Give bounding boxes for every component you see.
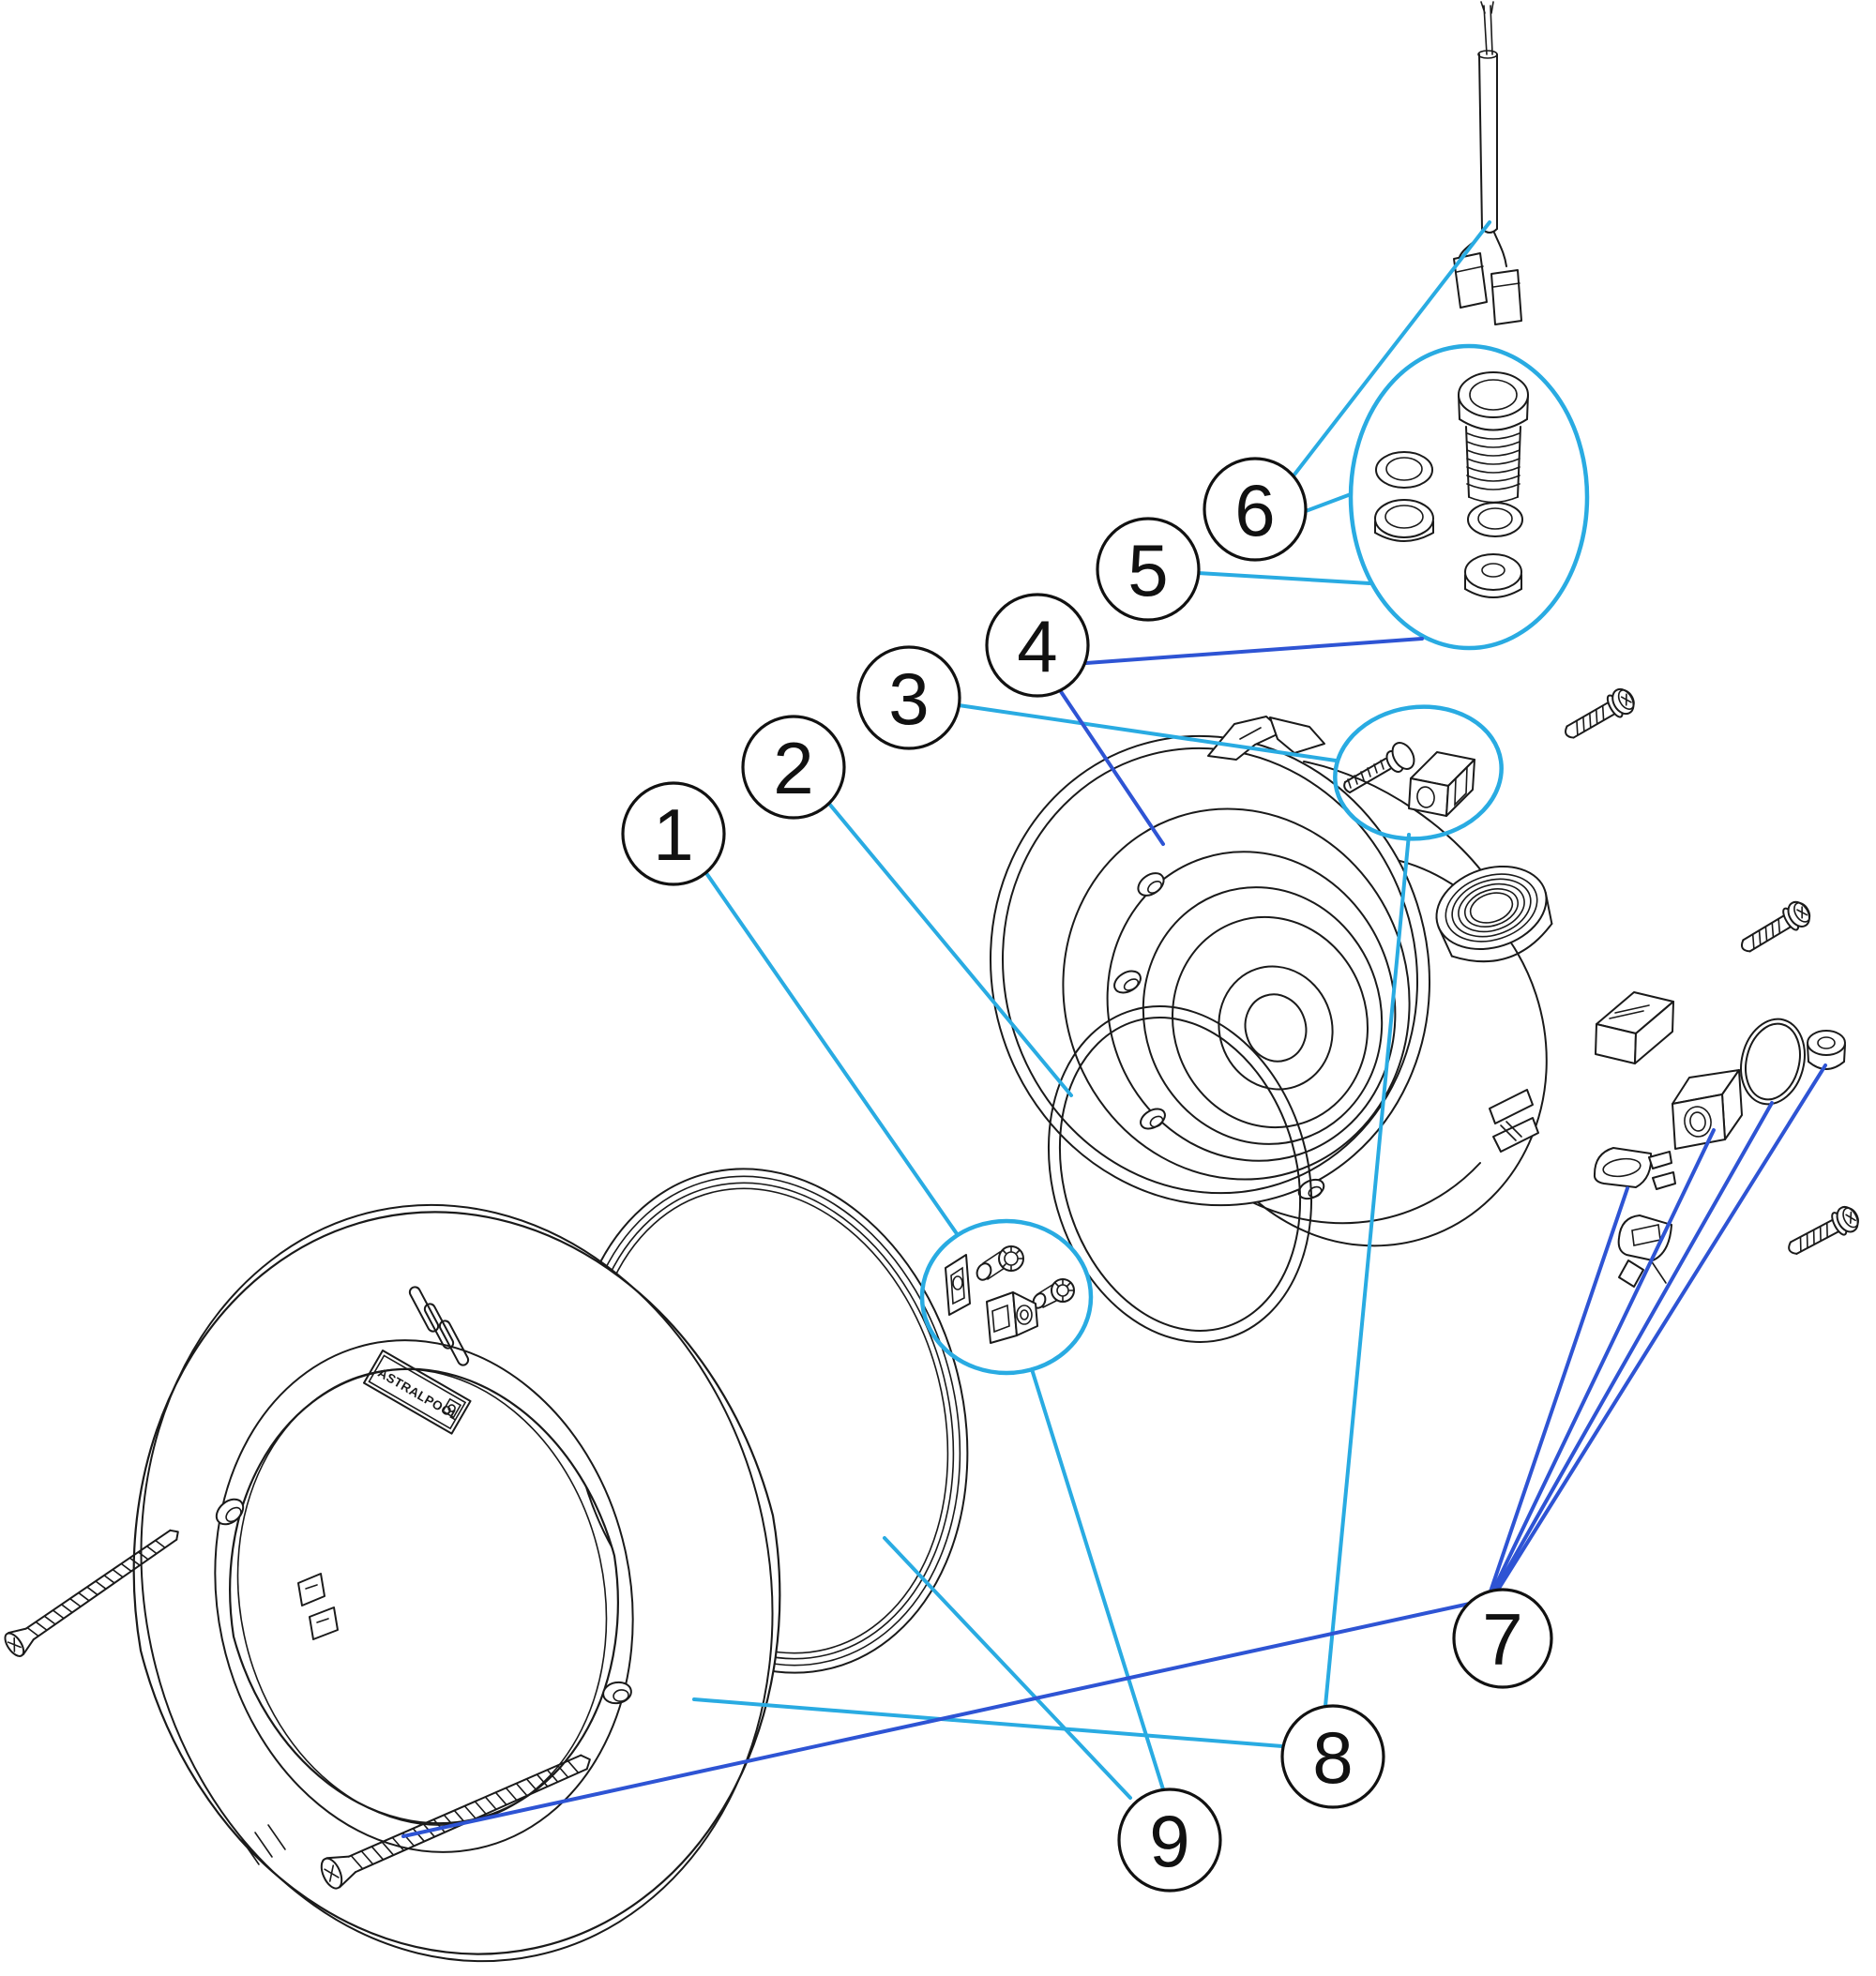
callout-7: 7: [1452, 1588, 1553, 1689]
cable-connector-right: [1490, 269, 1522, 325]
long-anchor-screw: [4, 1529, 179, 1657]
callout-6-number: 6: [1234, 469, 1275, 551]
fixing-l-bracket: [986, 1291, 1038, 1344]
niche-top-tabs: [1207, 716, 1325, 761]
brand-logo-icon: [442, 1397, 462, 1419]
callout-5: 5: [1096, 517, 1201, 622]
niche-screw-3: [1782, 1201, 1864, 1263]
cable-connector-left: [1453, 252, 1488, 309]
callout-3: 3: [856, 645, 961, 750]
callout-5-number: 5: [1127, 529, 1168, 611]
callout-7-number: 7: [1482, 1598, 1522, 1681]
clamp-screw: [1343, 742, 1415, 793]
niche-screw-1: [1558, 684, 1640, 747]
niche-threaded-port: [1435, 865, 1553, 963]
block-nut: [1672, 1069, 1743, 1150]
clamp-piece: [1408, 751, 1475, 817]
gasket: [1047, 1005, 1313, 1343]
callout-1: 1: [621, 781, 726, 886]
callout-8-number: 8: [1312, 1716, 1353, 1799]
bezel-vent-slots: [408, 1286, 470, 1366]
bezel: ASTRALPOOL: [132, 1203, 781, 1963]
gland-washers: [1374, 451, 1523, 598]
bezel-screw: [320, 1754, 591, 1890]
callout-4-number: 4: [1017, 605, 1057, 687]
callout-3-number: 3: [888, 657, 929, 740]
fixing-pin-2: [1032, 1278, 1075, 1309]
clamp-screw-detail-bubble: [1333, 704, 1504, 841]
callout-9-number: 9: [1149, 1800, 1189, 1882]
niche-body: [990, 716, 1553, 1247]
fixing-clip-1: [1593, 1147, 1676, 1190]
callout-8: 8: [1280, 1704, 1385, 1809]
callout-2-number: 2: [773, 727, 813, 809]
bezel-lower-vent: [241, 1824, 286, 1865]
plug-nut: [1807, 1030, 1846, 1070]
niche-clip-plates: [1489, 1089, 1539, 1153]
gland-detail-bubble: [1348, 343, 1590, 651]
callout-6: 6: [1203, 457, 1308, 562]
callout-9: 9: [1117, 1787, 1222, 1893]
callout-1-number: 1: [653, 793, 693, 876]
callout-4: 4: [985, 593, 1090, 698]
o-ring: [1740, 1018, 1806, 1106]
bezel-back-tabs: [297, 1573, 339, 1640]
leader-lines-blue: [401, 637, 1827, 1838]
niche-screw-2: [1734, 897, 1816, 960]
niche-flange-holes: [1113, 872, 1325, 1200]
fixing-pin-1: [976, 1245, 1024, 1281]
callout-2: 2: [741, 715, 846, 820]
wedge-block: [1595, 991, 1674, 1064]
fixing-bracket: [945, 1254, 971, 1316]
leader-lines-cyan: [692, 220, 1491, 1800]
fixing-hardware-detail-bubble: [919, 1218, 1094, 1376]
cable-assembly: [1453, 1, 1522, 325]
cable-gland: [1458, 371, 1529, 504]
